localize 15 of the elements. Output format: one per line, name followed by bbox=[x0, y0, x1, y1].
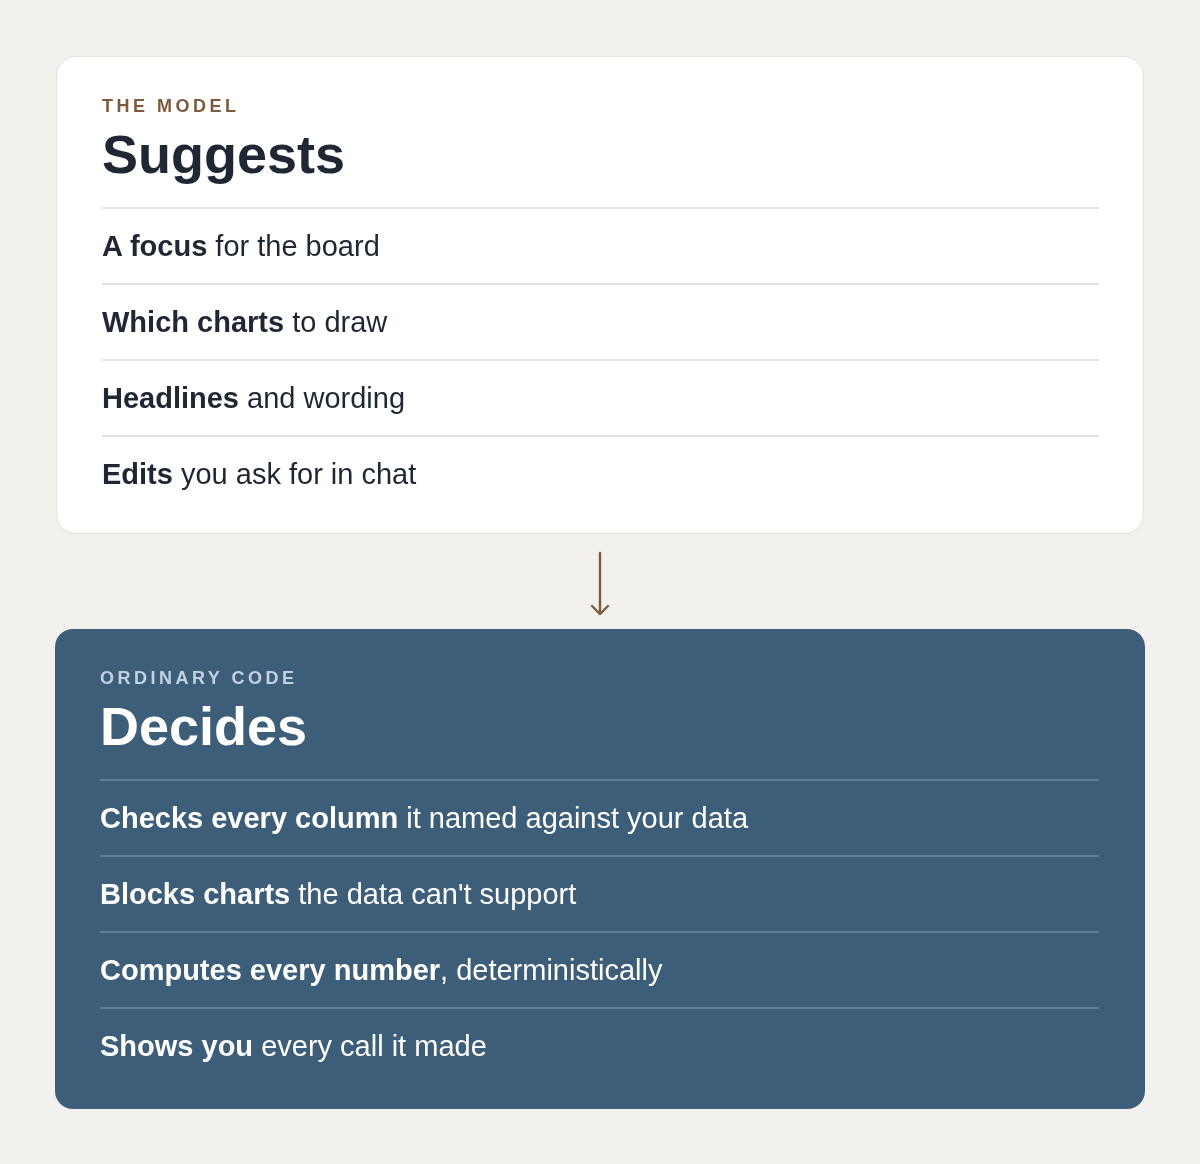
list-item-text: Computes every number, deterministically bbox=[100, 953, 663, 988]
card-title: Decides bbox=[100, 695, 308, 757]
list-item-text: Blocks charts the data can't support bbox=[100, 877, 577, 912]
list-item-text: Checks every column it named against your data bbox=[100, 801, 749, 836]
card-title: Suggests bbox=[102, 123, 346, 185]
info-card bbox=[55, 629, 1145, 1109]
arrow bbox=[590, 551, 610, 616]
list-item-text: A focus for the board bbox=[102, 229, 380, 264]
eyebrow-label: THE MODEL bbox=[102, 95, 240, 117]
eyebrow-label: ORDINARY CODE bbox=[100, 667, 298, 689]
info-card bbox=[56, 56, 1144, 534]
list-item-text: Shows you every call it made bbox=[100, 1029, 487, 1064]
list-item-text: Edits you ask for in chat bbox=[102, 457, 417, 492]
list-item-text: Which charts to draw bbox=[102, 305, 388, 340]
list-item-text: Headlines and wording bbox=[102, 381, 406, 416]
